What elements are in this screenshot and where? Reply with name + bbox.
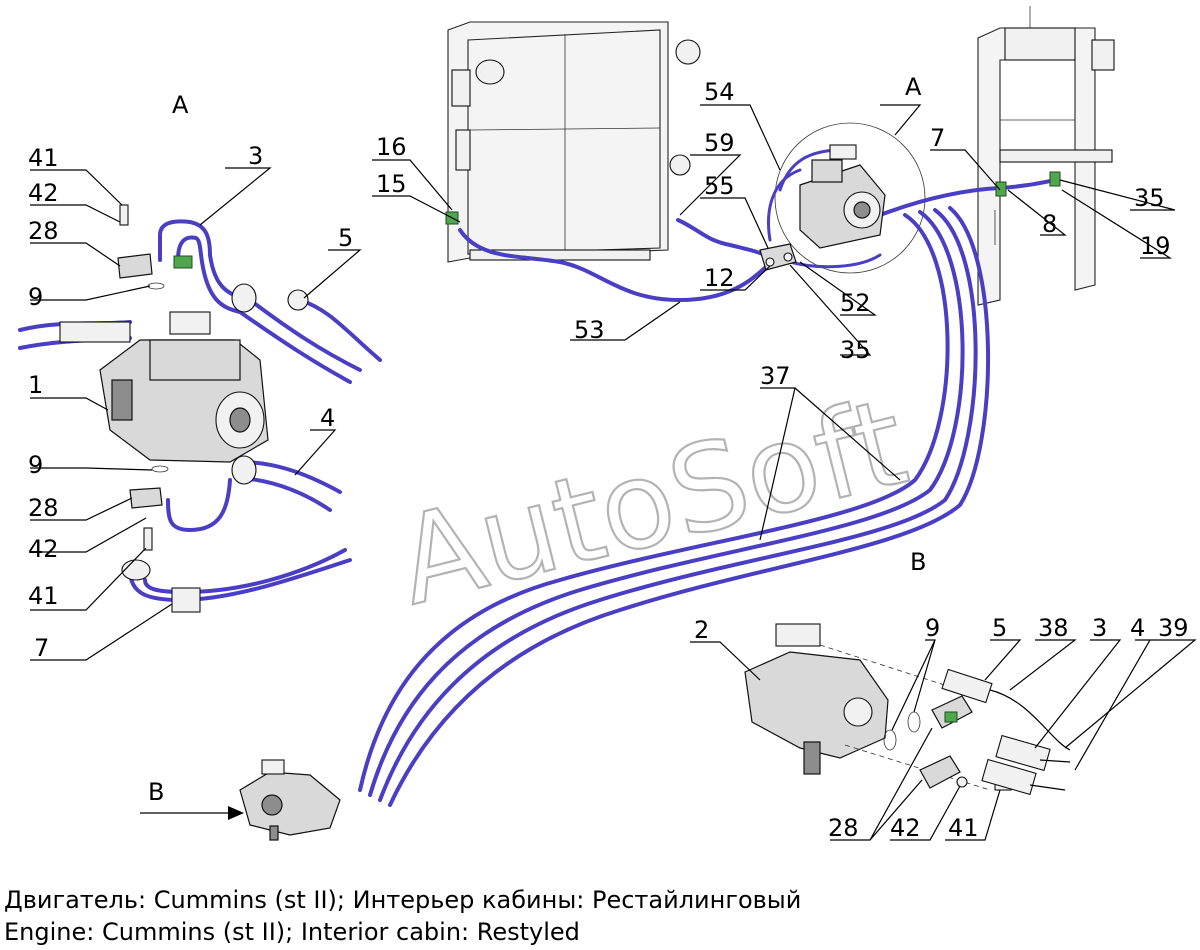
- caption-english: Engine: Cummins (st II); Interior cabin:…: [4, 918, 580, 946]
- callout-28-b: 28: [828, 814, 859, 842]
- view-label-a-main: A: [905, 73, 922, 101]
- view-label-b-arrow: B: [148, 778, 164, 806]
- main-hoses: [358, 148, 1057, 807]
- view-label-b: B: [910, 548, 926, 576]
- leader-lines: [30, 104, 1197, 841]
- callout-7-left: 7: [34, 634, 49, 662]
- callout-53: 53: [574, 316, 605, 344]
- callout-19: 19: [1140, 232, 1171, 260]
- callout-38: 38: [1038, 614, 1069, 642]
- callout-15: 15: [376, 170, 407, 198]
- watermark: AutoSoft: [385, 373, 919, 633]
- callout-39: 39: [1158, 614, 1189, 642]
- callout-9-b: 9: [925, 614, 940, 642]
- callout-28-top: 28: [28, 217, 59, 245]
- callout-3-b: 3: [1092, 614, 1107, 642]
- main-pump: [799, 144, 886, 249]
- callout-52: 52: [840, 289, 871, 317]
- callout-9-bottom: 9: [28, 451, 43, 479]
- callout-42-top: 42: [28, 179, 59, 207]
- detail-circle-a: [774, 122, 926, 274]
- caption-block: Двигатель: Cummins (st II); Интерьер каб…: [4, 884, 1194, 948]
- radiator: [447, 21, 701, 263]
- callout-35-main: 35: [840, 336, 871, 364]
- callout-42-b: 42: [890, 814, 921, 842]
- callout-5-b: 5: [992, 614, 1007, 642]
- callout-41-b: 41: [948, 814, 979, 842]
- callout-28-bottom: 28: [28, 494, 59, 522]
- callout-41-bottom: 41: [28, 582, 59, 610]
- callout-5-left: 5: [338, 224, 353, 252]
- callout-4-left: 4: [320, 404, 335, 432]
- callout-1: 1: [28, 371, 43, 399]
- callout-16: 16: [376, 133, 407, 161]
- caption-russian: Двигатель: Cummins (st II); Интерьер каб…: [4, 886, 802, 914]
- view-label-a-left: A: [172, 91, 189, 119]
- callout-54: 54: [704, 78, 735, 106]
- callout-12: 12: [704, 264, 735, 292]
- callout-37: 37: [760, 362, 791, 390]
- callout-7-main: 7: [930, 124, 945, 152]
- callout-42-bottom: 42: [28, 535, 59, 563]
- callout-59: 59: [704, 129, 735, 157]
- callout-9-top: 9: [28, 283, 43, 311]
- callout-41-top: 41: [28, 144, 59, 172]
- callout-4-b: 4: [1130, 614, 1145, 642]
- callout-35-right: 35: [1134, 184, 1165, 212]
- callout-3-left: 3: [248, 142, 263, 170]
- hydraulic-diagram: AutoSoft: [18, 6, 1197, 842]
- left-detail-assembly: [18, 204, 382, 613]
- callout-55: 55: [704, 172, 735, 200]
- pump-b: [239, 759, 341, 841]
- view-b-arrowhead: [228, 806, 244, 820]
- callout-2: 2: [694, 616, 709, 644]
- cabin-frame: [977, 6, 1115, 306]
- view-b-detail: [744, 623, 1071, 796]
- callout-8: 8: [1042, 210, 1057, 238]
